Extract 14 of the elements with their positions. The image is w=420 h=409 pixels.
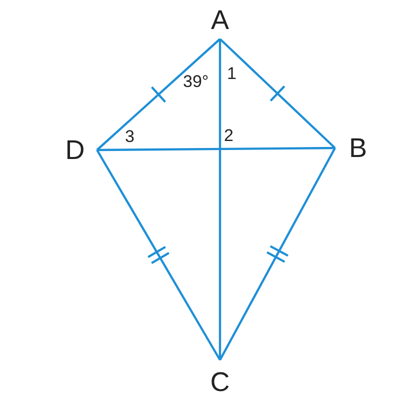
vertex-label: D xyxy=(63,136,87,164)
vertex-label: B xyxy=(346,134,370,162)
line-segment xyxy=(97,146,335,152)
angle-label: 3 xyxy=(125,128,134,146)
line-segment xyxy=(96,38,221,151)
vertex-label: C xyxy=(208,368,232,396)
line-segment xyxy=(218,39,222,360)
angle-label: 2 xyxy=(224,127,234,145)
line-segment xyxy=(219,147,336,361)
vertex-label: A xyxy=(208,6,232,34)
angle-label: 39° xyxy=(183,73,209,91)
angle-label: 1 xyxy=(227,65,236,83)
line-segment xyxy=(219,38,336,149)
line-segment xyxy=(96,149,221,361)
